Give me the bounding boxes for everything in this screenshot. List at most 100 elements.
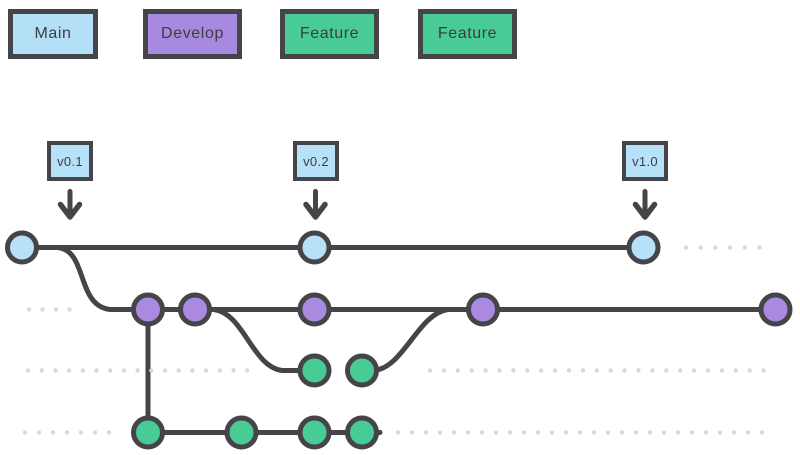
dotted-line-dot [608,368,613,373]
release-tag-v1-0-label: v1.0 [632,153,658,169]
dotted-line-dot [650,368,655,373]
release-tag-v1-0: v1.0 [622,141,668,181]
dotted-line-dot [717,430,723,435]
legend-item-feature-2: Feature [418,9,517,59]
dotted-line-dot [441,368,447,373]
dotted-line-dot [162,368,168,373]
dotted-line-dot [395,430,401,435]
dotted-line-dot [535,430,541,435]
down-arrow-head-icon [57,201,83,220]
commit-node-feature [345,415,379,450]
dotted-line-dot [727,245,733,250]
dotted-line-dot [664,368,669,373]
release-tag-v0-2: v0.2 [293,141,339,181]
dotted-line-dot [231,368,236,373]
dotted-line-dot [39,368,44,373]
dotted-line-dot [427,368,433,373]
dotted-line-dot [217,368,222,373]
dotted-line-dot [691,368,697,373]
commit-node-feature [224,415,259,450]
commit-node-develop [297,292,332,327]
dotted-line-dot [549,430,555,435]
dotted-line-dot [26,307,32,312]
dotted-line-dot [733,368,738,373]
dotted-line-dot [25,368,31,373]
dotted-line-dot [719,368,725,373]
commit-node-develop [178,292,212,327]
dotted-line-dot [563,430,569,435]
legend-item-feature-1: Feature [280,9,379,59]
commit-node-main [5,230,39,265]
dotted-line-dot [94,368,99,373]
dotted-line-dot [745,430,751,435]
dotted-line-dot [552,368,558,373]
release-tag-v0-1: v0.1 [47,141,93,181]
dotted-line-dot [757,245,762,250]
dotted-line-dot [149,368,154,373]
commit-node-feature [297,353,332,388]
branch-line [55,245,778,312]
legend-label-feature-1: Feature [299,25,360,42]
dotted-line-dot [577,430,583,435]
dotted-line-dot [675,430,681,435]
branch-line [192,307,317,373]
release-tag-v0-1-label: v0.1 [57,153,83,169]
dotted-line-dot [108,368,113,373]
legend-label-main: Main [34,25,72,42]
dotted-line-dot [605,430,611,435]
dotted-line-dot [451,430,457,435]
dotted-line-dot [633,430,639,435]
legend-item-main: Main [8,9,98,59]
dotted-line-dot [761,368,766,373]
dotted-line-dot [511,368,516,373]
dotted-line-dot [539,368,544,373]
commit-node-develop [466,292,500,327]
dotted-line-dot [594,368,599,373]
dotted-line-dot [53,307,59,312]
dotted-line-dot [636,368,641,373]
dotted-line-dot [469,368,474,373]
dotted-line-dot [53,368,58,373]
dotted-line-dot [479,430,485,435]
dotted-line-dot [423,430,429,435]
dotted-line-dot [78,430,84,435]
dotted-line-dot [698,245,703,250]
dotted-line-dot [80,368,86,373]
legend-label-develop: Develop [161,25,224,42]
dotted-line-dot [591,430,597,435]
dotted-line-dot [747,368,752,373]
dotted-line-dot [40,307,45,312]
commit-node-develop [131,292,165,327]
commit-node-feature [131,415,165,450]
dotted-line-dot [580,368,586,373]
commit-node-feature [297,415,332,450]
dotted-line-dot [647,430,653,435]
dotted-line-dot [759,430,765,435]
dotted-line-dot [525,368,530,373]
dotted-line-dot [455,368,460,373]
dotted-line-dot [507,430,513,435]
dotted-line-dot [465,430,471,435]
dotted-line-dot [67,307,72,312]
dotted-line-dot [36,430,42,435]
release-tag-v0-2-label: v0.2 [303,153,329,169]
dotted-line-dot [483,368,488,373]
commit-node-feature [345,353,379,388]
dotted-line-dot [713,245,718,250]
dotted-line-dot [50,430,56,435]
commit-node-main [626,230,661,265]
dotted-line-dot [497,368,502,373]
dotted-line-dot [121,368,127,373]
dotted-line-dot [64,430,70,435]
legend-label-feature-2: Feature [437,25,498,42]
dotted-line-dot [689,430,695,435]
dotted-line-dot [661,430,667,435]
dotted-line-dot [135,368,140,373]
dotted-line-dot [493,430,499,435]
dotted-line-dot [705,368,711,373]
dotted-line-dot [731,430,737,435]
dotted-line-dot [622,368,627,373]
dotted-line-dot [703,430,709,435]
